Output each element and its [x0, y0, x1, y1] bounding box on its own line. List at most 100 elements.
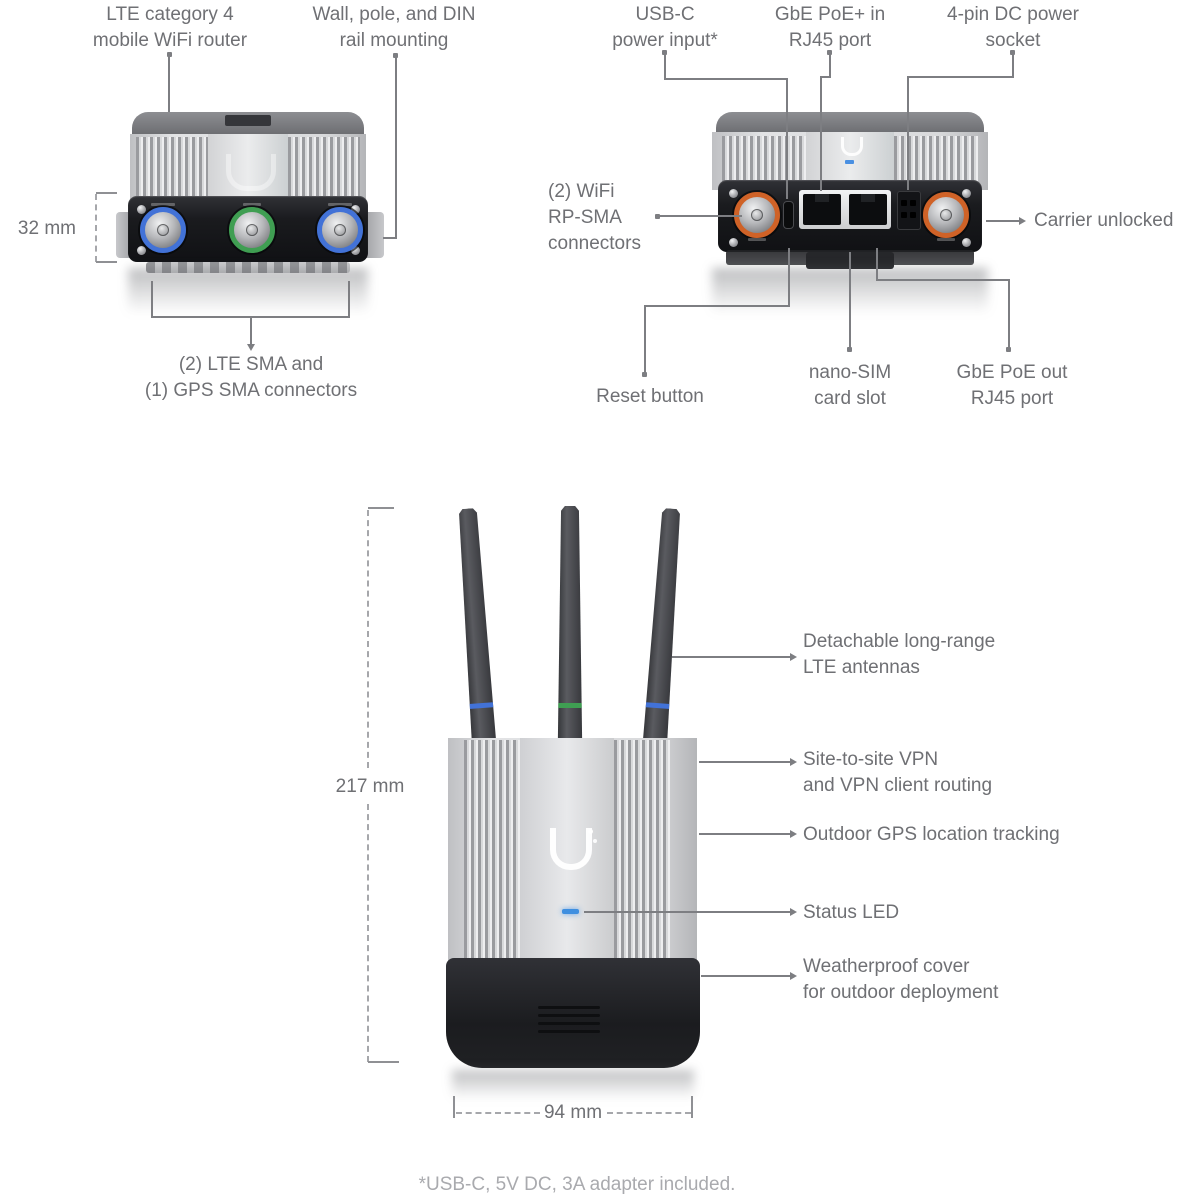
ubiquiti-logo-dot: [588, 829, 593, 834]
portrait-heatsink-left: [464, 740, 520, 960]
leader-line: [876, 279, 1010, 281]
screw-icon: [137, 246, 146, 255]
dc-pin-hole: [910, 200, 916, 206]
port-label-mark: [748, 238, 766, 241]
leader-line: [786, 80, 788, 199]
lte-aux-sma-connector: [317, 207, 363, 253]
leader-line: [584, 911, 790, 913]
port-label-mark: [151, 203, 175, 206]
front-reflection: [128, 268, 368, 334]
leader-line: [907, 76, 1014, 78]
leader-dot: [1010, 50, 1015, 55]
dimension-tick: [368, 1061, 399, 1063]
reset-button-label: Reset button: [596, 386, 704, 407]
ubiquiti-logo-emboss: [226, 154, 276, 191]
bracket-line: [151, 281, 153, 318]
vpn-label: Site-to-site VPN and VPN client routing: [803, 749, 993, 796]
arrow-down-icon: [247, 344, 255, 351]
rj45-clip: [815, 194, 829, 202]
leader-line: [820, 76, 831, 78]
front-height-dimension: 32 mm: [17, 218, 76, 239]
screw-icon: [962, 238, 971, 247]
sma-pin: [334, 224, 346, 236]
leader-line: [672, 656, 790, 658]
cover-vent: [538, 1006, 600, 1009]
antenna-band-green: [557, 703, 583, 708]
portrait-height-dimension: 217 mm: [335, 776, 405, 797]
dimension-line: [367, 510, 369, 768]
leader-dot: [393, 53, 398, 58]
arrow-right-icon: [790, 653, 797, 661]
leader-line: [820, 78, 822, 191]
nano-sim-label: nano-SIM card slot: [808, 362, 892, 409]
leader-line: [829, 55, 831, 78]
leader-dot: [827, 50, 832, 55]
gps-tracking-label: Outdoor GPS location tracking: [803, 824, 1060, 845]
screw-icon: [351, 205, 360, 214]
usb-c-port: [783, 201, 794, 229]
dc-pin-hole: [901, 212, 907, 218]
sma-pin: [940, 209, 952, 221]
usbc-power-label: USB-C power input*: [612, 4, 718, 51]
arrow-right-icon: [1019, 217, 1026, 225]
leader-line: [699, 761, 790, 763]
leader-dot: [847, 347, 852, 352]
portrait-width-dimension: 94 mm: [543, 1102, 603, 1123]
ubiquiti-logo-outline: [841, 137, 863, 156]
back-status-led: [845, 160, 854, 164]
screw-icon: [962, 189, 971, 198]
dimension-line: [607, 1112, 691, 1114]
dimension-tick: [453, 1096, 455, 1118]
poe-in-label: GbE PoE+ in RJ45 port: [774, 4, 886, 51]
leader-line: [395, 58, 397, 239]
lte-main-sma-connector: [140, 207, 186, 253]
leader-line: [644, 307, 646, 372]
weatherproof-cover-label: Weatherproof cover for outdoor deploymen…: [803, 956, 999, 1003]
bracket-line: [348, 281, 350, 318]
screw-icon: [729, 238, 738, 247]
lte-antenna-middle: [557, 506, 583, 742]
leader-line: [664, 55, 666, 80]
dc-power-label: 4-pin DC power socket: [947, 4, 1079, 51]
bracket-line: [250, 318, 252, 344]
lte-antenna-right: [639, 507, 687, 743]
leader-line: [168, 57, 170, 112]
carrier-unlocked-label: Carrier unlocked: [1034, 210, 1174, 231]
front-heatsink-right: [288, 137, 360, 197]
port-label-mark: [328, 203, 352, 206]
leader-line: [660, 215, 742, 217]
dimension-tick: [691, 1096, 693, 1118]
leader-line: [383, 237, 397, 239]
screw-icon: [351, 246, 360, 255]
status-led: [562, 909, 579, 914]
leader-dot: [1006, 347, 1011, 352]
front-feet-strip: [146, 262, 350, 273]
dimension-line: [95, 194, 97, 262]
antenna-band-blue: [641, 702, 673, 709]
poe-out-label: GbE PoE out RJ45 port: [956, 362, 1068, 409]
dimension-line: [367, 804, 369, 1062]
port-label-mark: [937, 238, 955, 241]
leader-line: [1008, 281, 1010, 347]
dc-pin-hole: [910, 212, 916, 218]
leader-dot: [662, 50, 667, 55]
ubiquiti-logo-dot: [593, 839, 597, 843]
leader-line: [644, 305, 790, 307]
dimension-line: [456, 1112, 540, 1114]
port-label-mark: [243, 203, 261, 206]
back-heatsink-left: [722, 136, 806, 188]
leader-line: [986, 220, 1019, 222]
antenna-band-blue: [465, 702, 497, 709]
cover-vent: [538, 1022, 600, 1025]
weatherproof-cover: [446, 958, 700, 1068]
front-cap-slot: [225, 115, 271, 126]
antennas-label: Detachable long-range LTE antennas: [803, 631, 996, 678]
arrow-right-icon: [790, 758, 797, 766]
sma-pin: [751, 209, 763, 221]
rj45-port-poe-out: [849, 194, 887, 225]
screw-icon: [137, 205, 146, 214]
leader-line: [907, 78, 909, 190]
dimension-tick: [368, 507, 394, 509]
screw-icon: [729, 189, 738, 198]
